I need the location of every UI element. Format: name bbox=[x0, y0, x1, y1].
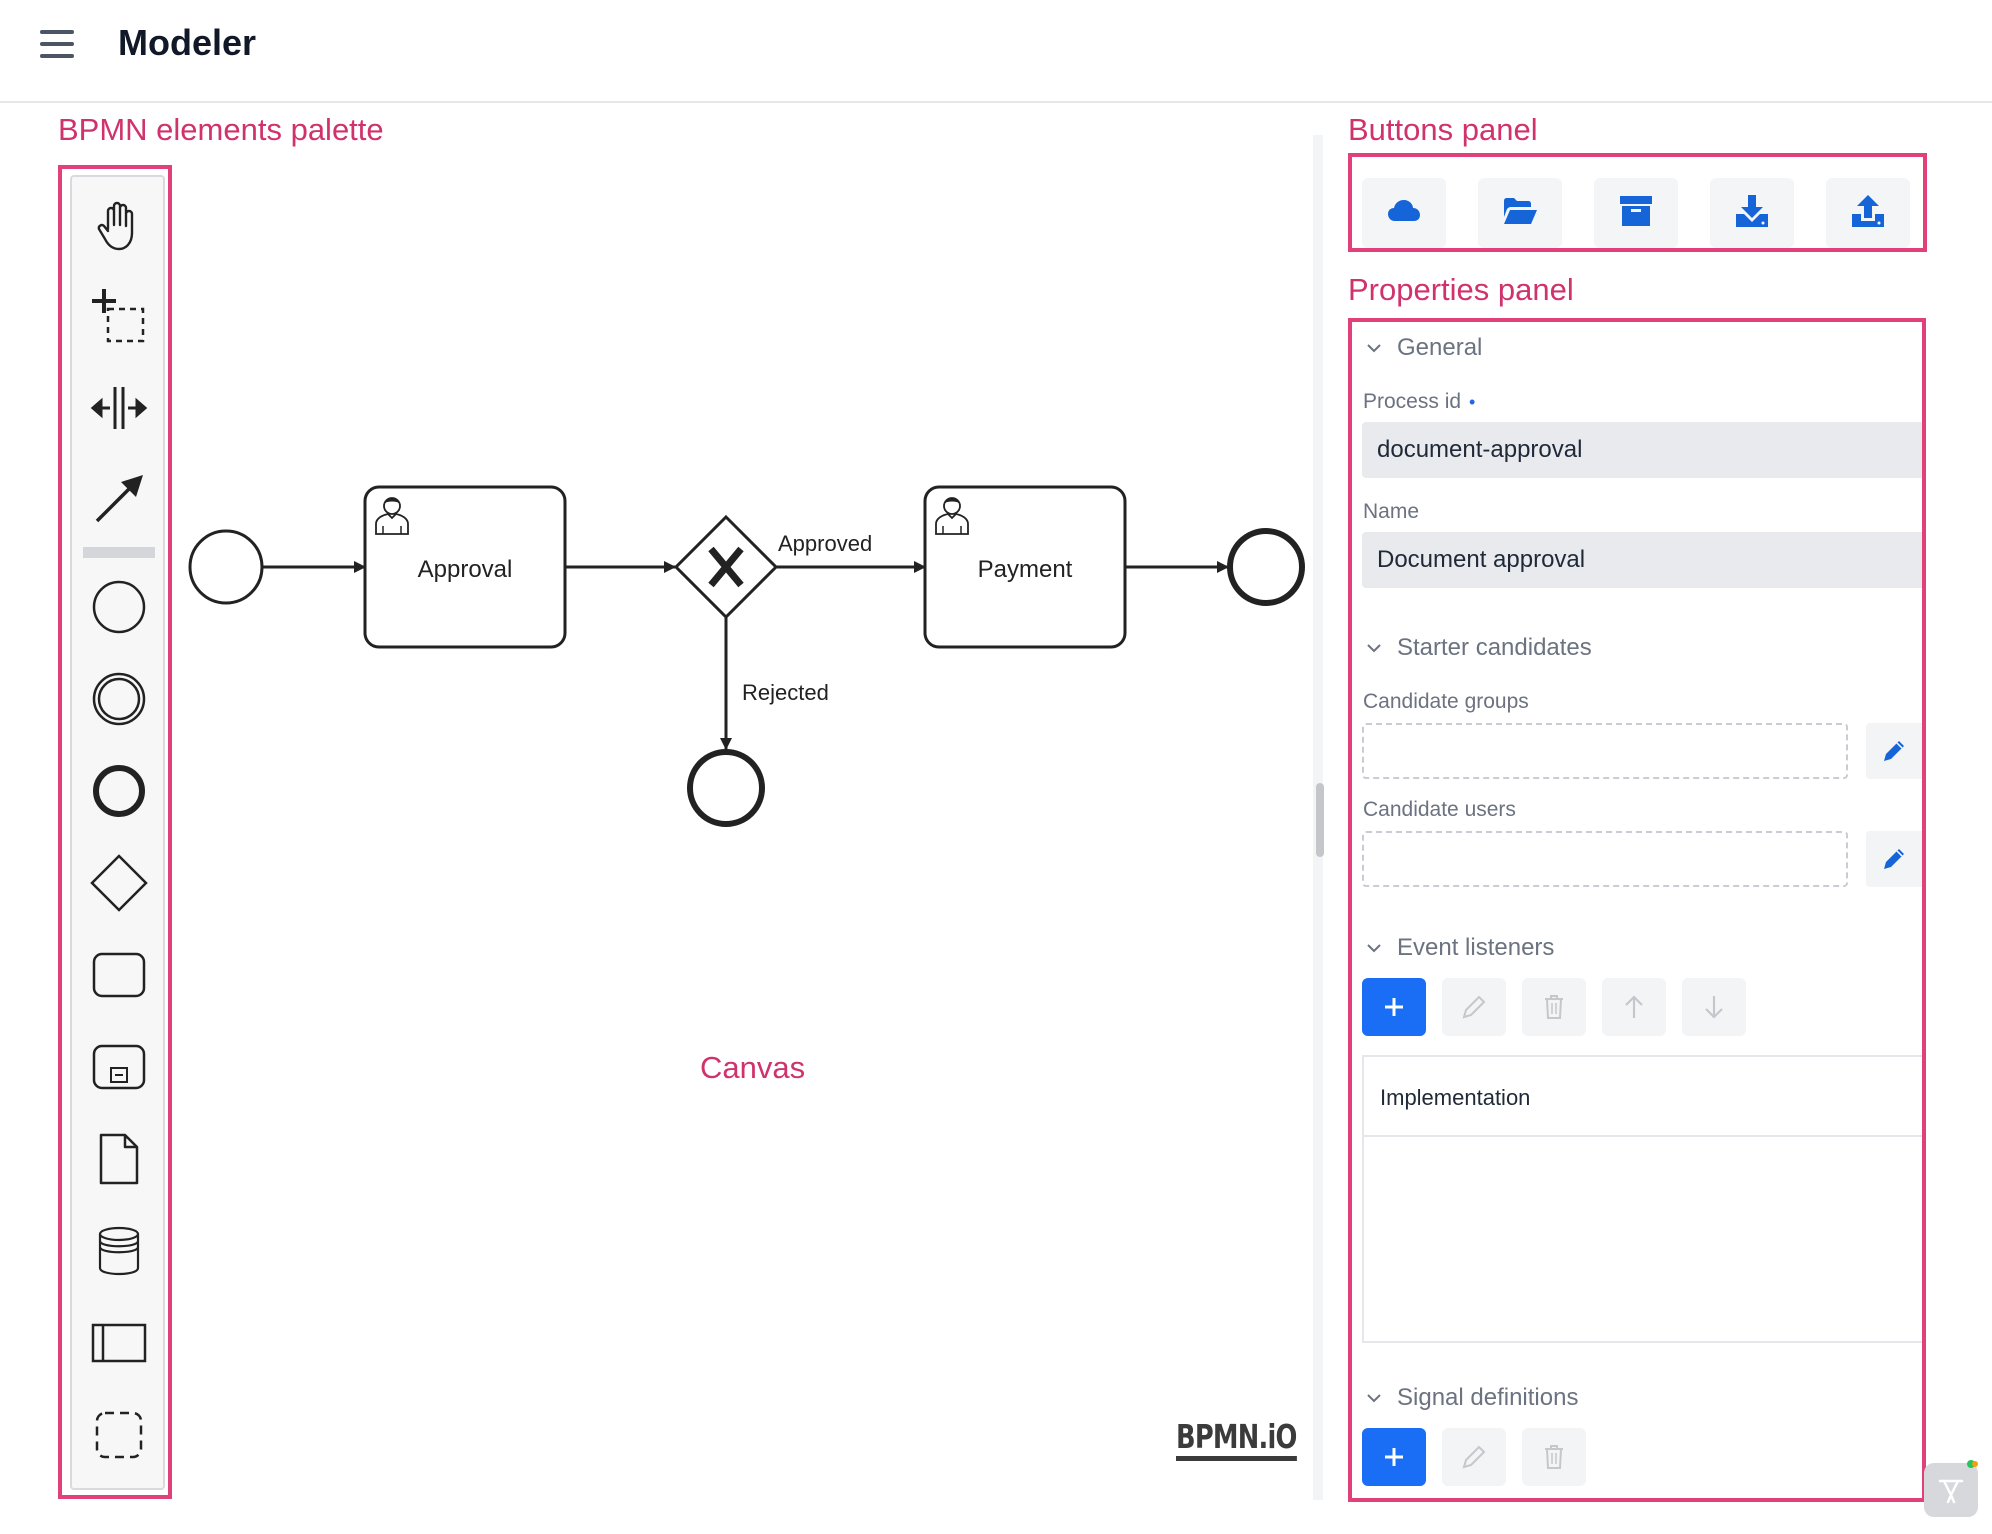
edit-candidate-groups-button[interactable] bbox=[1866, 723, 1922, 779]
name-input[interactable] bbox=[1362, 532, 1922, 588]
trash-icon bbox=[1545, 1445, 1563, 1469]
pencil-icon bbox=[1462, 995, 1486, 1019]
plus-icon bbox=[1385, 998, 1403, 1016]
candidate-groups-input[interactable] bbox=[1362, 723, 1848, 779]
chevron-down-icon bbox=[1367, 944, 1381, 953]
menu-icon[interactable] bbox=[40, 30, 74, 58]
lasso-tool-icon[interactable] bbox=[87, 285, 151, 349]
starter-candidates-title: Starter candidates bbox=[1397, 634, 1592, 661]
app-header: Modeler bbox=[0, 0, 1992, 103]
pencil-icon bbox=[1884, 849, 1904, 869]
bpmn-canvas[interactable]: Approval Approved Rejected Payment bbox=[175, 103, 1315, 1503]
app-title: Modeler bbox=[118, 22, 257, 63]
upload-icon bbox=[1851, 194, 1885, 233]
candidate-users-input[interactable] bbox=[1362, 831, 1848, 887]
group-icon[interactable] bbox=[87, 1403, 151, 1467]
buttons-annotation: Buttons panel bbox=[1348, 112, 1538, 147]
required-indicator: • bbox=[1469, 392, 1476, 412]
user-task-icon bbox=[375, 497, 409, 535]
pool-icon[interactable] bbox=[87, 1311, 151, 1375]
end-event-icon[interactable] bbox=[87, 759, 151, 823]
gateway-icon[interactable] bbox=[87, 851, 151, 915]
process-id-label: Process id • bbox=[1363, 390, 1475, 414]
subprocess-icon[interactable] bbox=[87, 1035, 151, 1099]
exclusive-gateway[interactable] bbox=[673, 514, 779, 620]
edit-candidate-users-button[interactable] bbox=[1866, 831, 1922, 887]
chevron-down-icon bbox=[1367, 644, 1381, 653]
assistant-widget[interactable] bbox=[1924, 1463, 1978, 1517]
implementation-column-header: Implementation bbox=[1364, 1057, 1922, 1137]
hand-tool-icon[interactable] bbox=[87, 194, 151, 258]
intermediate-event-icon[interactable] bbox=[87, 667, 151, 731]
download-icon bbox=[1735, 194, 1769, 233]
status-dot bbox=[1967, 1460, 1975, 1468]
approved-flow-label: Approved bbox=[778, 531, 872, 556]
event-listeners-table: Implementation bbox=[1362, 1055, 1922, 1343]
end-event[interactable] bbox=[1227, 528, 1305, 606]
cloud-icon bbox=[1387, 199, 1421, 228]
properties-panel: General Process id • Name Starter candida… bbox=[1348, 320, 1922, 1500]
move-listener-up-button[interactable] bbox=[1602, 978, 1666, 1036]
canvas-annotation: Canvas bbox=[700, 1050, 806, 1085]
signal-definitions-group-header[interactable]: Signal definitions bbox=[1363, 1384, 1578, 1412]
plus-icon bbox=[1385, 1448, 1403, 1466]
bpmn-palette bbox=[70, 175, 165, 1490]
signal-definitions-title: Signal definitions bbox=[1397, 1384, 1579, 1411]
deploy-button[interactable] bbox=[1362, 178, 1446, 248]
download-button[interactable] bbox=[1710, 178, 1794, 248]
approval-task[interactable]: Approval bbox=[363, 485, 567, 649]
approval-task-label: Approval bbox=[418, 556, 513, 583]
open-button[interactable] bbox=[1478, 178, 1562, 248]
open-folder-icon bbox=[1502, 197, 1538, 230]
event-listeners-group-header[interactable]: Event listeners bbox=[1363, 934, 1554, 962]
chevron-down-icon bbox=[1367, 344, 1381, 353]
general-group-title: General bbox=[1397, 334, 1483, 361]
add-signal-button[interactable] bbox=[1362, 1428, 1426, 1486]
palette-annotation: BPMN elements palette bbox=[58, 112, 384, 147]
process-id-input[interactable] bbox=[1362, 422, 1922, 478]
add-listener-button[interactable] bbox=[1362, 978, 1426, 1036]
general-group-header[interactable]: General bbox=[1363, 334, 1482, 362]
edit-signal-button[interactable] bbox=[1442, 1428, 1506, 1486]
chevron-down-icon bbox=[1367, 1394, 1381, 1403]
data-store-icon[interactable] bbox=[87, 1219, 151, 1283]
arrow-down-icon bbox=[1705, 996, 1723, 1019]
task-icon[interactable] bbox=[87, 943, 151, 1007]
arrow-up-icon bbox=[1625, 995, 1643, 1018]
start-event-icon[interactable] bbox=[87, 575, 151, 639]
rejected-end-event[interactable] bbox=[687, 749, 765, 827]
delete-signal-button[interactable] bbox=[1522, 1428, 1586, 1486]
canvas-scroll-thumb[interactable] bbox=[1316, 783, 1324, 857]
chat-widget-icon bbox=[1938, 1479, 1964, 1504]
user-task-icon bbox=[935, 497, 969, 535]
payment-task[interactable]: Payment bbox=[923, 485, 1127, 649]
palette-separator bbox=[83, 547, 155, 558]
name-label: Name bbox=[1363, 500, 1420, 523]
event-listeners-title: Event listeners bbox=[1397, 934, 1555, 961]
candidate-users-label: Candidate users bbox=[1363, 798, 1516, 821]
delete-listener-button[interactable] bbox=[1522, 978, 1586, 1036]
trash-icon bbox=[1545, 995, 1563, 1019]
process-id-label-text: Process id bbox=[1363, 390, 1462, 413]
archive-icon bbox=[1619, 195, 1653, 232]
space-tool-icon[interactable] bbox=[87, 376, 151, 440]
candidate-groups-label: Candidate groups bbox=[1363, 690, 1529, 713]
payment-task-label: Payment bbox=[978, 556, 1073, 583]
connect-tool-icon[interactable] bbox=[87, 467, 151, 531]
rejected-flow-label: Rejected bbox=[742, 680, 829, 705]
start-event[interactable] bbox=[188, 529, 264, 605]
pencil-icon bbox=[1462, 1445, 1486, 1469]
move-listener-down-button[interactable] bbox=[1682, 978, 1746, 1036]
archive-button[interactable] bbox=[1594, 178, 1678, 248]
data-object-icon[interactable] bbox=[87, 1127, 151, 1191]
pencil-icon bbox=[1884, 741, 1904, 761]
bpmn-io-logo[interactable]: BPMN.iO bbox=[1176, 1418, 1297, 1461]
upload-button[interactable] bbox=[1826, 178, 1910, 248]
edit-listener-button[interactable] bbox=[1442, 978, 1506, 1036]
starter-candidates-group-header[interactable]: Starter candidates bbox=[1363, 634, 1592, 662]
properties-annotation: Properties panel bbox=[1348, 272, 1574, 307]
status-dot bbox=[1972, 1461, 1978, 1467]
